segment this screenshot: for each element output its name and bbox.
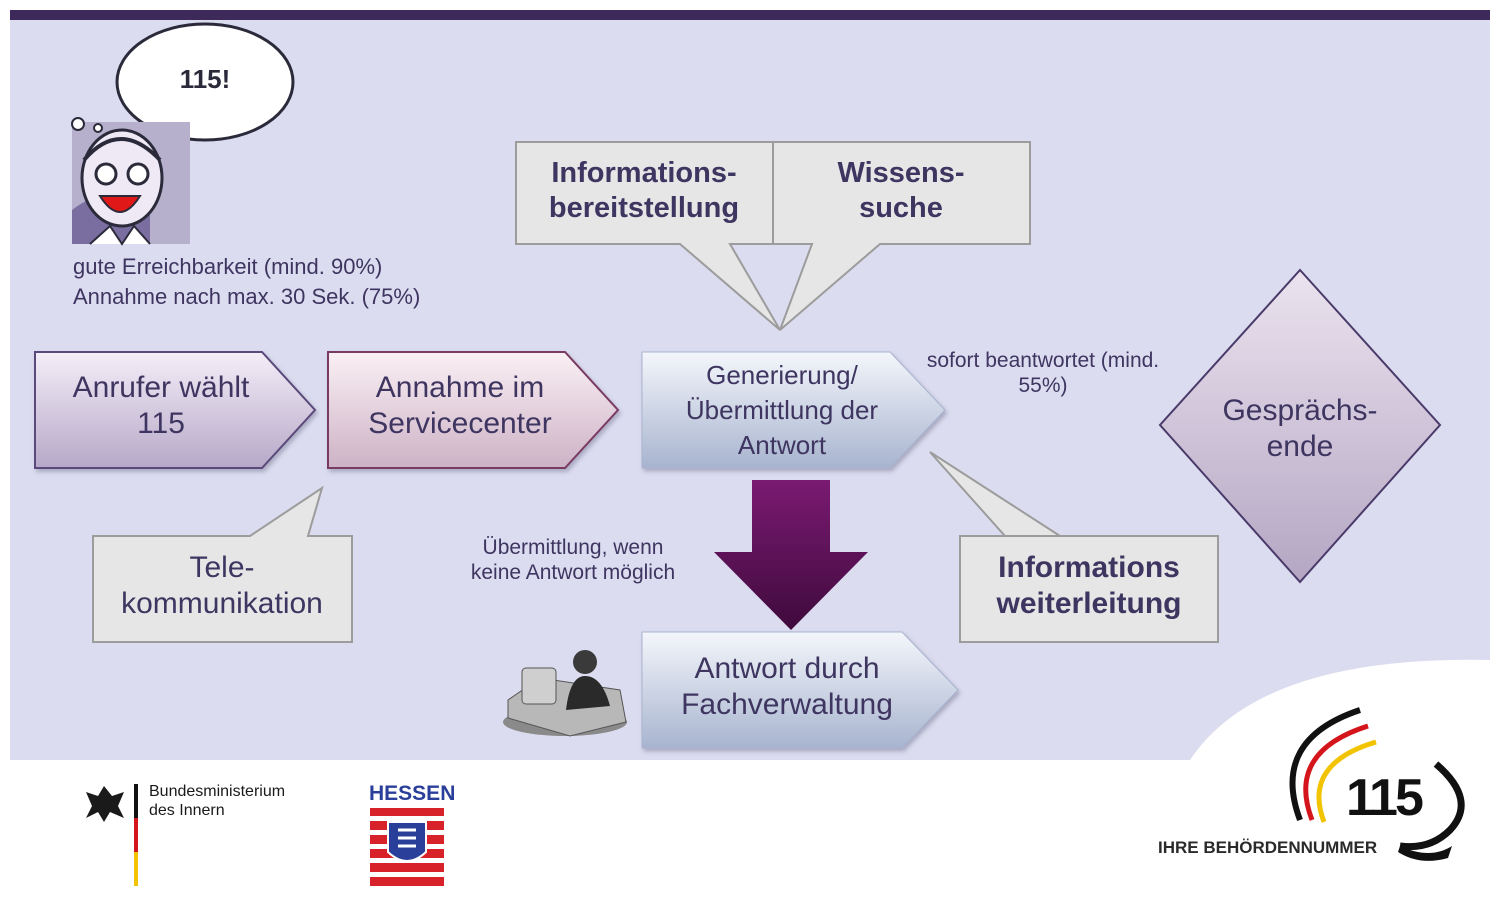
- down-arrow: [714, 480, 868, 630]
- speech-bubble-text: 115!: [179, 64, 231, 94]
- step-caller-dials-label: Anrufer wählt 115: [72, 371, 250, 440]
- step-authority-answer-label: Antwort durch Fachverwaltung: [681, 652, 893, 721]
- federal-eagle-icon: [86, 786, 124, 822]
- step-caller-dials: [34, 351, 317, 469]
- callout-knowledge-search: [772, 141, 1031, 331]
- hessen-coat-of-arms-icon: [370, 808, 444, 886]
- callout-forwarding: [929, 451, 1219, 643]
- callout-forwarding-label: Informations weiterleitung: [996, 551, 1182, 620]
- step-generate-answer-label: Generierung/ Übermittlung der Antwort: [685, 360, 879, 461]
- hessen-logo-text: HESSEN: [369, 782, 456, 805]
- top-bar: [10, 10, 1490, 20]
- person-at-computer-icon: [503, 650, 627, 737]
- callout-information-provision-label: Informations- bereitstellung: [548, 157, 740, 224]
- transfer-annotation: Übermittlung, wenn keine Antwort möglich: [470, 536, 676, 585]
- call-end-label: Gesprächs- ende: [1222, 394, 1378, 463]
- callout-telecommunication: [92, 485, 353, 643]
- callout-knowledge-search-label: Wissens- suche: [837, 157, 965, 224]
- bmi-logo-text: Bundesministerium des Innern: [149, 783, 286, 820]
- callout-telecommunication-label: Tele- kommunikation: [121, 551, 323, 620]
- logo-115-number: 115: [1346, 769, 1424, 827]
- reachability-line-1: gute Erreichbarkeit (mind. 90%): [73, 254, 383, 279]
- call-end-diamond: [1158, 268, 1442, 584]
- reachability-line-2: Annahme nach max. 30 Sek. (75%): [73, 284, 421, 309]
- logo-115-swoosh: [1289, 707, 1465, 861]
- answered-rate-annotation: sofort beantwortet (mind. 55%): [926, 349, 1160, 398]
- person-with-glasses-icon: [71, 117, 190, 246]
- step-service-center-label: Annahme im Servicecenter: [368, 371, 552, 440]
- step-authority-answer: [641, 631, 959, 749]
- speech-bubble: [115, 22, 295, 142]
- step-service-center: [327, 351, 620, 469]
- logo-115-tagline: IHRE BEHÖRDENNUMMER: [1158, 838, 1378, 857]
- german-flag-stripe: [134, 784, 138, 886]
- step-generate-answer: [641, 351, 946, 469]
